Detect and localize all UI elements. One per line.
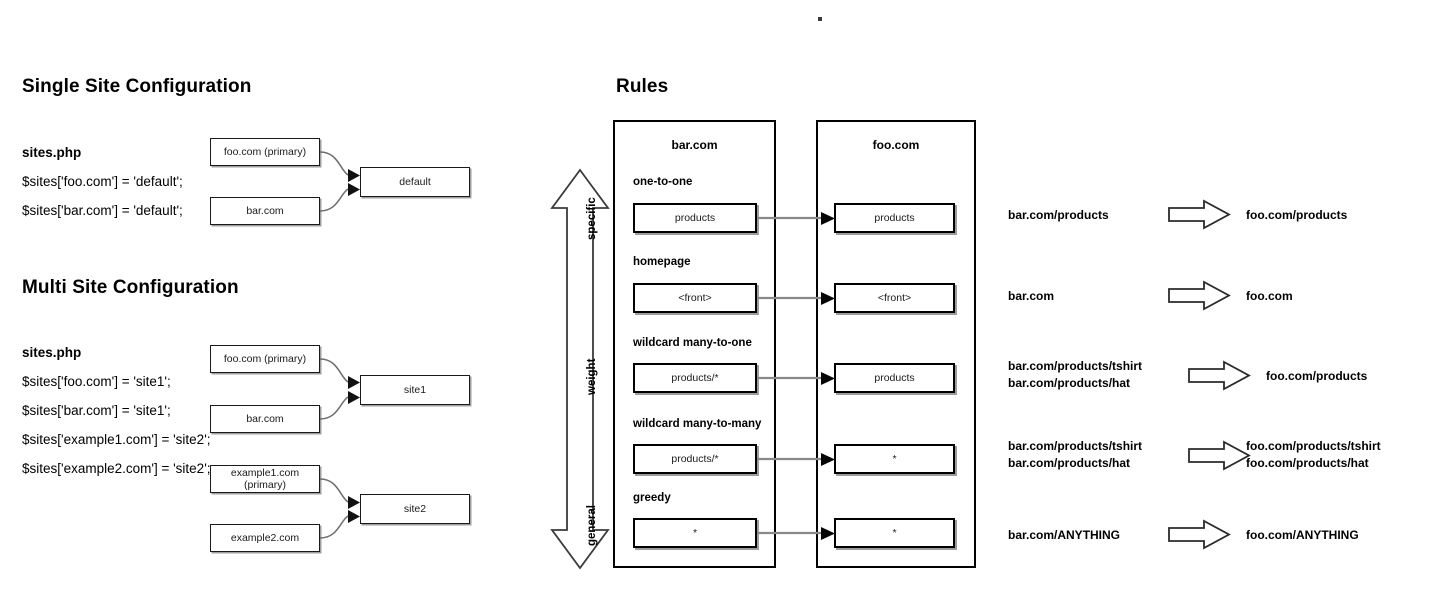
example-from-one-to-one: bar.com/products xyxy=(1008,207,1109,224)
example-to-line: foo.com/products xyxy=(1266,369,1368,383)
rule-label-homepage: homepage xyxy=(633,256,691,268)
rule-target-box-homepage[interactable]: <front> xyxy=(834,283,955,313)
multi-site-g2-source-box-1[interactable]: example1.com (primary) xyxy=(210,465,320,493)
example-to-one-to-one: foo.com/products xyxy=(1246,207,1347,224)
weight-axis-middle-label: weight xyxy=(586,358,598,395)
example-from-line: bar.com/products/hat xyxy=(1008,456,1131,470)
rule-target-box-wildcard-many-to-many[interactable]: * xyxy=(834,444,955,474)
example-to-greedy: foo.com/ANYTHING xyxy=(1246,527,1359,544)
example-from-line: bar.com/products/hat xyxy=(1008,376,1131,390)
example-arrow-greedy-icon xyxy=(1168,519,1231,550)
multi-site-g1-source-box-2[interactable]: bar.com xyxy=(210,405,320,433)
example-to-wildcard-many-to-many: foo.com/products/tshirt foo.com/products… xyxy=(1246,438,1381,472)
rule-source-box-wildcard-many-to-many[interactable]: products/* xyxy=(633,444,757,474)
example-from-line: bar.com/products/tshirt xyxy=(1008,439,1143,453)
example-from-line: bar.com/products/tshirt xyxy=(1008,359,1143,373)
rules-source-group-frame xyxy=(613,120,776,568)
rule-target-box-one-to-one[interactable]: products xyxy=(834,203,955,233)
rule-label-one-to-one: one-to-one xyxy=(633,176,693,188)
rule-source-box-wildcard-many-to-one[interactable]: products/* xyxy=(633,363,757,393)
example-arrow-wildcard-many-to-one-icon xyxy=(1188,360,1251,391)
single-site-code-line-2: $sites['bar.com'] = 'default'; xyxy=(22,203,183,218)
rule-label-greedy: greedy xyxy=(633,492,671,504)
rule-label-wildcard-many-to-one: wildcard many-to-one xyxy=(633,337,752,349)
multi-site-code-line-2: $sites['bar.com'] = 'site1'; xyxy=(22,403,171,418)
rule-connector-wildcard-many-to-one xyxy=(757,372,835,385)
example-to-line: foo.com/products xyxy=(1246,208,1348,222)
example-to-line: foo.com xyxy=(1246,289,1293,303)
rule-source-box-greedy[interactable]: * xyxy=(633,518,757,548)
multi-site-g2-source-box-2[interactable]: example2.com xyxy=(210,524,320,552)
rules-title: Rules xyxy=(616,76,669,97)
rules-target-group-label: foo.com xyxy=(872,138,920,152)
example-to-line: foo.com/ANYTHING xyxy=(1246,528,1359,542)
rule-target-box-wildcard-many-to-one[interactable]: products xyxy=(834,363,955,393)
multi-site-title: Multi Site Configuration xyxy=(22,277,239,298)
example-from-wildcard-many-to-many: bar.com/products/tshirt bar.com/products… xyxy=(1008,438,1142,472)
cursor-dot-artifact xyxy=(818,17,822,21)
single-site-title: Single Site Configuration xyxy=(22,76,252,97)
rule-source-box-one-to-one[interactable]: products xyxy=(633,203,757,233)
rule-source-box-homepage[interactable]: <front> xyxy=(633,283,757,313)
example-from-homepage: bar.com xyxy=(1008,288,1054,305)
multi-site-g2-connectors xyxy=(319,478,360,539)
multi-site-code-line-3: $sites['example1.com'] = 'site2'; xyxy=(22,432,211,447)
rule-connector-homepage xyxy=(757,292,835,305)
rules-target-group-frame xyxy=(816,120,976,568)
example-to-line: foo.com/products/hat xyxy=(1246,456,1369,470)
weight-axis-bottom-label: general xyxy=(586,505,598,546)
single-site-file-label: sites.php xyxy=(22,145,82,160)
example-arrow-one-to-one-icon xyxy=(1168,199,1231,230)
multi-site-g1-connectors xyxy=(319,358,360,420)
rules-source-group-label: bar.com xyxy=(671,138,718,152)
single-site-code-line-1: $sites['foo.com'] = 'default'; xyxy=(22,174,183,189)
multi-site-g1-target-box[interactable]: site1 xyxy=(360,375,470,405)
rule-connector-greedy xyxy=(757,527,835,540)
rule-label-wildcard-many-to-many: wildcard many-to-many xyxy=(633,418,762,430)
weight-axis-top-label: specific xyxy=(586,197,598,240)
multi-site-g2-target-box[interactable]: site2 xyxy=(360,494,470,524)
multi-site-g1-source-box-1[interactable]: foo.com (primary) xyxy=(210,345,320,373)
example-arrow-wildcard-many-to-many-icon xyxy=(1188,440,1251,471)
example-from-greedy: bar.com/ANYTHING xyxy=(1008,527,1120,544)
example-from-line: bar.com/ANYTHING xyxy=(1008,528,1121,542)
single-site-connectors xyxy=(319,151,360,212)
multi-site-code-line-4: $sites['example2.com'] = 'site2'; xyxy=(22,461,211,476)
single-site-target-box[interactable]: default xyxy=(360,167,470,197)
single-site-source-box-2[interactable]: bar.com xyxy=(210,197,320,225)
multi-site-code-line-1: $sites['foo.com'] = 'site1'; xyxy=(22,374,171,389)
example-to-line: foo.com/products/tshirt xyxy=(1246,439,1381,453)
multi-site-file-label: sites.php xyxy=(22,345,82,360)
rule-connector-one-to-one xyxy=(757,212,835,225)
rule-target-box-greedy[interactable]: * xyxy=(834,518,955,548)
weight-axis-arrow-icon xyxy=(550,168,610,570)
rule-connector-wildcard-many-to-many xyxy=(757,453,835,466)
example-from-line: bar.com xyxy=(1008,289,1055,303)
example-from-line: bar.com/products xyxy=(1008,208,1109,222)
example-to-wildcard-many-to-one: foo.com/products xyxy=(1266,368,1367,385)
example-arrow-homepage-icon xyxy=(1168,280,1231,311)
example-from-wildcard-many-to-one: bar.com/products/tshirt bar.com/products… xyxy=(1008,358,1142,392)
example-to-homepage: foo.com xyxy=(1246,288,1293,305)
single-site-source-box-1[interactable]: foo.com (primary) xyxy=(210,138,320,166)
